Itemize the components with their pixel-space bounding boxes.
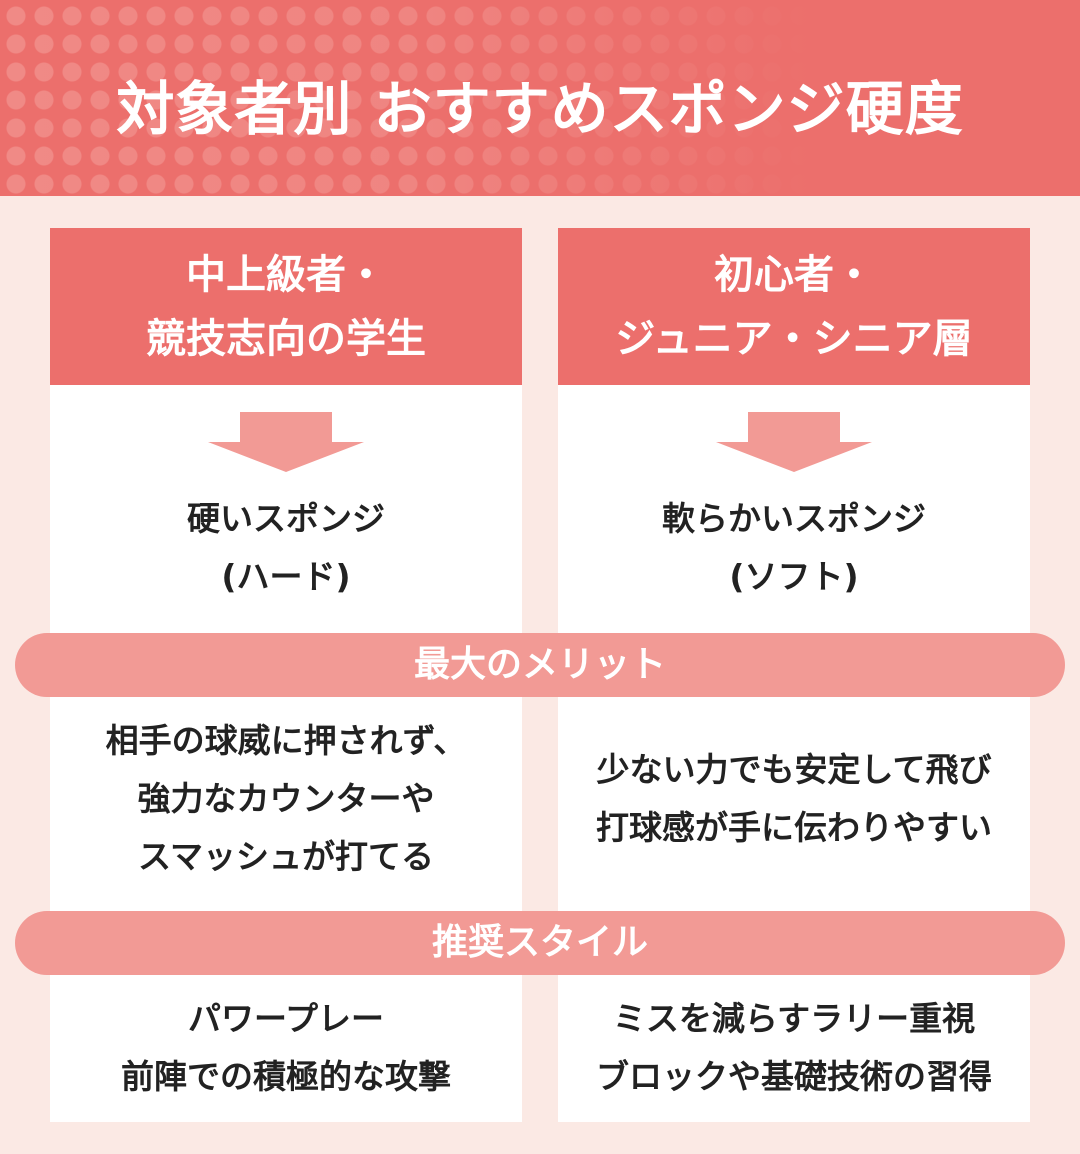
header-line: ジュニア・シニア層 [615, 315, 973, 362]
style-right: ミスを減らすラリー重視 ブロックや基礎技術の習得 [558, 990, 1030, 1106]
style-line: ブロックや基礎技術の習得 [596, 1057, 992, 1096]
column-right [558, 385, 1030, 1122]
sponge-type-sub: (ソフト) [729, 557, 859, 596]
merit-line: 相手の球威に押されず、 [105, 721, 467, 760]
merit-left: 相手の球威に押されず、 強力なカウンターや スマッシュが打てる [50, 712, 522, 886]
page-title: 対象者別 おすすめスポンジ硬度 [116, 75, 964, 143]
sponge-type-sub: (ハード) [221, 557, 351, 596]
section-merit-label: 最大のメリット [15, 633, 1065, 697]
merit-line: スマッシュが打てる [137, 837, 434, 876]
target-header-right: 初心者・ ジュニア・シニア層 [558, 228, 1030, 385]
title-banner [0, 0, 1080, 196]
style-line: パワープレー [187, 999, 385, 1038]
target-header-left: 中上級者・ 競技志向の学生 [50, 228, 522, 385]
style-line: 前陣での積極的な攻撃 [121, 1057, 451, 1096]
merit-right: 少ない力でも安定して飛び 打球感が手に伝わりやすい [558, 741, 1030, 857]
column-left [50, 385, 522, 1122]
sponge-left: 硬いスポンジ (ハード) [50, 490, 522, 606]
sponge-right: 軟らかいスポンジ (ソフト) [558, 490, 1030, 606]
merit-line: 強力なカウンターや [137, 779, 435, 818]
sponge-type: 軟らかいスポンジ [662, 499, 926, 538]
header-line: 初心者・ [714, 251, 874, 298]
style-line: ミスを減らすラリー重視 [612, 999, 976, 1038]
section-style-label: 推奨スタイル [15, 911, 1065, 975]
header-line: 中上級者・ [186, 251, 386, 298]
merit-line: 打球感が手に伝わりやすい [596, 808, 992, 847]
header-line: 競技志向の学生 [146, 315, 426, 362]
style-left: パワープレー 前陣での積極的な攻撃 [50, 990, 522, 1106]
merit-line: 少ない力でも安定して飛び [596, 750, 992, 789]
sponge-type: 硬いスポンジ [187, 499, 385, 538]
